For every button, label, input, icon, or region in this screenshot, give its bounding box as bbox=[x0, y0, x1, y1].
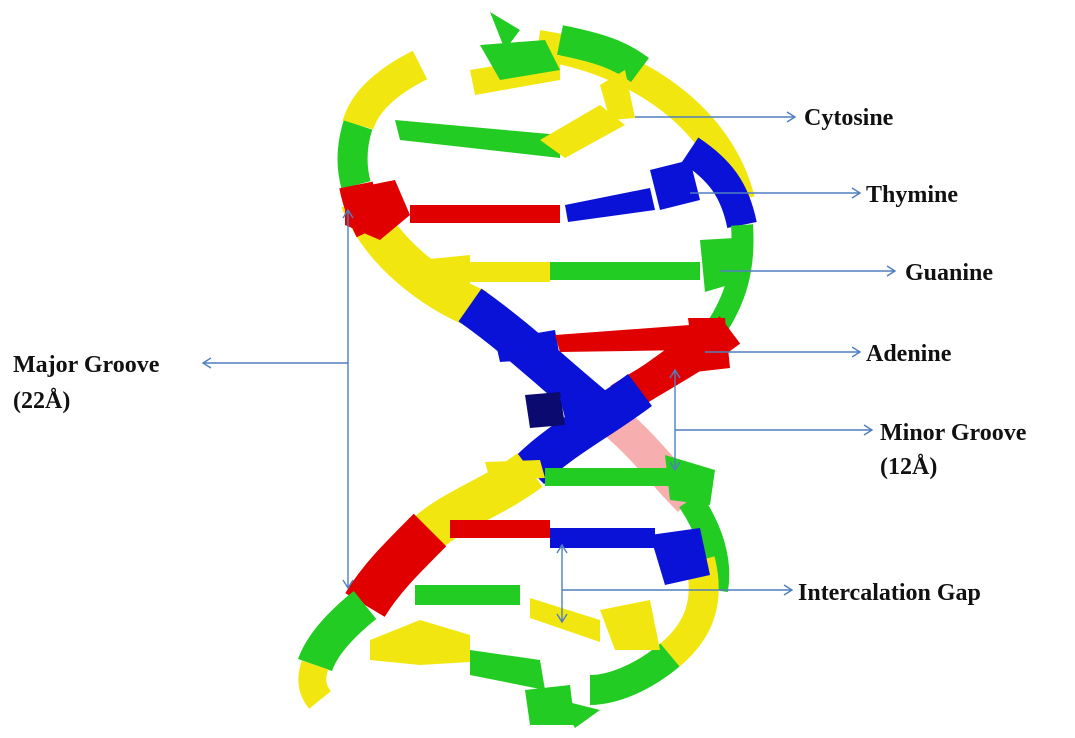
label-guanine: Guanine bbox=[905, 260, 993, 286]
label-thymine: Thymine bbox=[866, 182, 958, 208]
label-major-groove-width: (22Å) bbox=[13, 388, 70, 414]
label-intercalation-gap: Intercalation Gap bbox=[798, 580, 981, 606]
front-backbone-strand bbox=[312, 65, 730, 700]
label-adenine: Adenine bbox=[866, 341, 952, 367]
label-minor-groove: Minor Groove bbox=[880, 420, 1027, 446]
label-major-groove: Major Groove bbox=[13, 352, 160, 378]
label-minor-groove-width: (12Å) bbox=[880, 454, 937, 480]
label-cytosine: Cytosine bbox=[804, 105, 894, 131]
